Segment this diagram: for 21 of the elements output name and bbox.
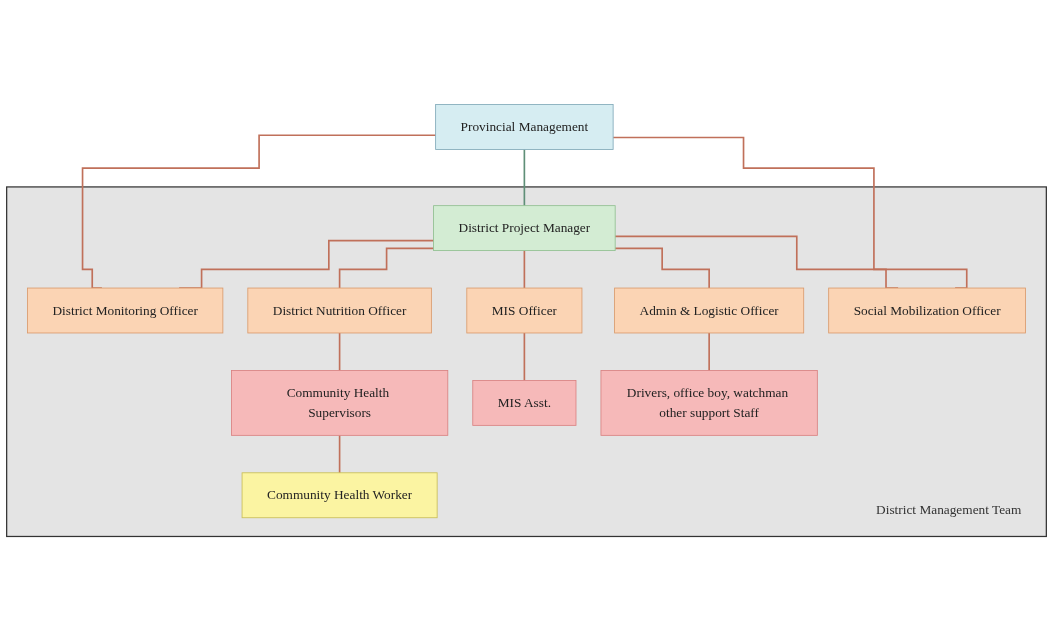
connector [338, 247, 435, 289]
connector [523, 332, 526, 382]
node-box: District Monitoring Officer [27, 287, 224, 334]
connector [614, 247, 710, 289]
connector [338, 332, 341, 372]
node-box: Social Mobilization Officer [828, 287, 1026, 334]
node-box: Drivers, office boy, watchman other support Staff [600, 370, 818, 436]
node-box: District Nutrition Officer [247, 287, 432, 334]
node-box: Provincial Management [435, 104, 614, 150]
connector [614, 235, 968, 289]
node-box: District Project Manager [433, 205, 616, 251]
node-box: MIS Officer [466, 287, 583, 334]
node-box: Admin & Logistic Officer [614, 287, 805, 334]
node-box: Community Health Supervisors [231, 370, 449, 436]
node-box: MIS Asst. [472, 380, 577, 426]
connector [81, 134, 437, 289]
node-box: Community Health Worker [241, 472, 438, 519]
connector [523, 249, 526, 289]
connector [338, 434, 341, 474]
connector [708, 332, 710, 372]
connector [523, 148, 526, 207]
